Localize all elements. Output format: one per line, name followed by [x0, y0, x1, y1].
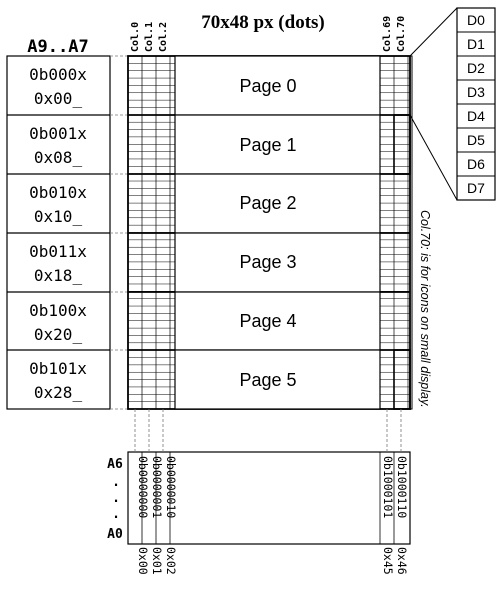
address-line-top: A6 [107, 457, 123, 472]
top-column-labels: Col.0 Col.1 Col.2 Col.69 Col.70 [130, 16, 407, 52]
data-bit-d2: D2 [467, 60, 485, 76]
col-address-bin-70: 0b1000110 [395, 456, 409, 518]
page5-address-bits: 0b101x [29, 359, 87, 378]
col-label-col70: Col.70 [396, 16, 407, 52]
col-address-bin-0: 0b0000000 [136, 456, 150, 518]
col-label-col1: Col.1 [144, 22, 155, 52]
page1-address-bits: 0b001x [29, 124, 87, 143]
page5-address-hex: 0x28_ [34, 383, 83, 402]
row-dashed-connectors [110, 55, 128, 410]
data-bit-d0: D0 [467, 12, 485, 28]
page-grid [127, 55, 413, 410]
col-label-col2: Col.2 [158, 22, 169, 52]
col-address-hex-70: 0x46 [395, 547, 409, 575]
data-bit-legend: D0 D1 D2 D3 D4 D5 D6 D7 [409, 7, 496, 201]
page0-address-hex: 0x00_ [34, 89, 83, 108]
data-bit-d7: D7 [467, 180, 485, 196]
address-header: A9..A7 [27, 37, 88, 57]
address-dot-2: . [112, 491, 120, 506]
data-bit-d6: D6 [467, 156, 485, 172]
diagram-title: 70x48 px (dots) [201, 12, 325, 33]
page2-address-hex: 0x10_ [34, 207, 83, 226]
page0-label: Page 0 [239, 76, 296, 96]
col-address-hex-69: 0x45 [381, 547, 395, 575]
col70-byte-highlights [393, 114, 411, 410]
address-dot-1: . [112, 475, 120, 490]
page4-label: Page 4 [239, 311, 296, 331]
col-address-hex-2: 0x02 [164, 547, 178, 575]
column-address-table [127, 409, 411, 545]
data-bit-d4: D4 [467, 108, 485, 124]
data-bit-d1: D1 [467, 36, 485, 52]
address-dot-3: . [112, 507, 120, 522]
data-bit-d5: D5 [467, 132, 485, 148]
col-label-col0: Col.0 [130, 22, 141, 52]
page0-address-bits: 0b000x [29, 65, 87, 84]
col-label-col69: Col.69 [382, 16, 393, 52]
page4-address-hex: 0x20_ [34, 325, 83, 344]
page2-label: Page 2 [239, 193, 296, 213]
page3-address-bits: 0b011x [29, 242, 87, 261]
page4-address-bits: 0b100x [29, 301, 87, 320]
address-line-bottom: A0 [107, 527, 123, 542]
data-bit-d3: D3 [467, 84, 485, 100]
page2-address-bits: 0b010x [29, 183, 87, 202]
page5-label: Page 5 [239, 370, 296, 390]
col-address-hex-1: 0x01 [150, 547, 164, 575]
page1-label: Page 1 [239, 135, 296, 155]
page1-address-hex: 0x08_ [34, 148, 83, 167]
page3-label: Page 3 [239, 252, 296, 272]
col-address-hex-0: 0x00 [136, 547, 150, 575]
col-address-bin-69: 0b1000101 [381, 456, 395, 518]
col70-side-note: Col.70: is for icons on small display. [418, 210, 432, 408]
address-boxes [6, 55, 111, 410]
page3-address-hex: 0x18_ [34, 266, 83, 285]
col-address-bin-2: 0b0000010 [164, 456, 178, 518]
col-address-bin-1: 0b0000001 [150, 456, 164, 518]
